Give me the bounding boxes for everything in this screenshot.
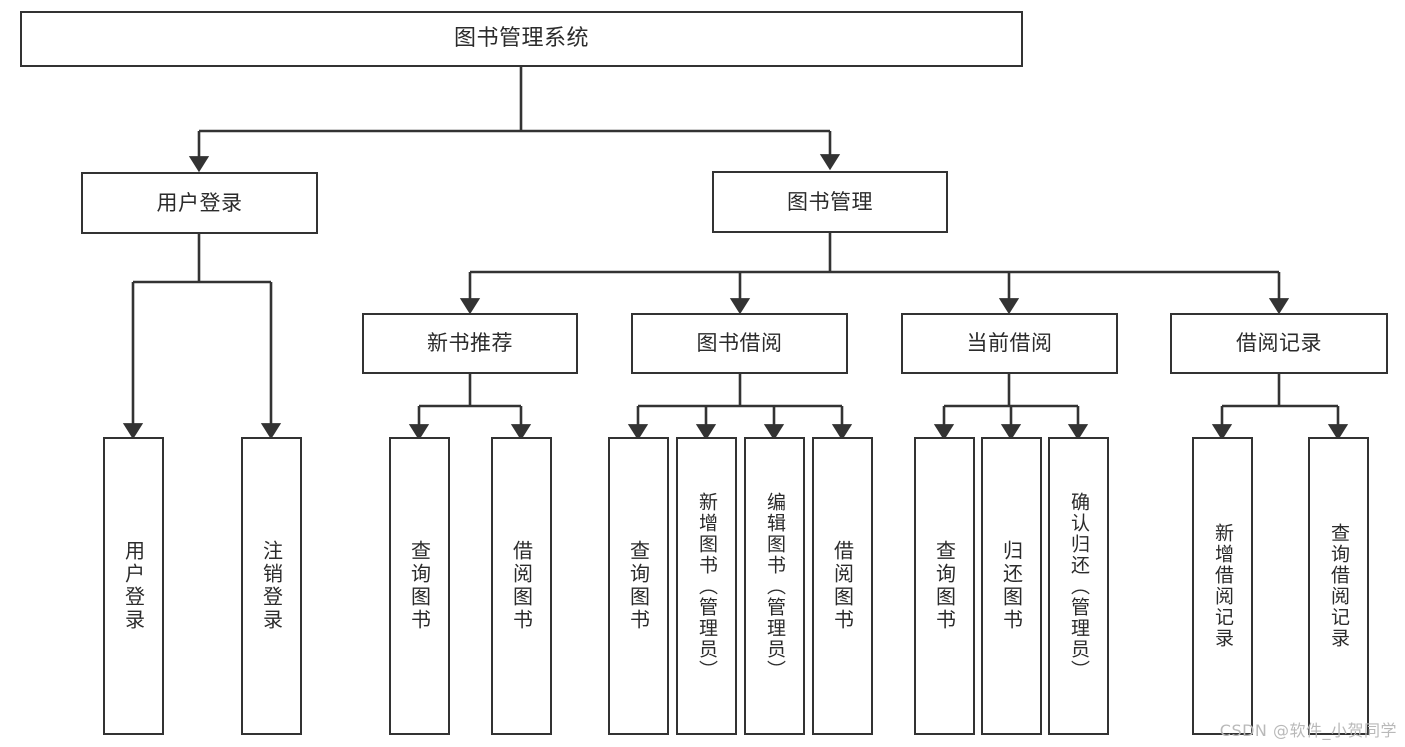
node-book-management-label: 图书管理 bbox=[787, 189, 873, 214]
leaf-borrow-books-new[interactable]: 借阅图书 bbox=[491, 437, 552, 735]
leaf-query-books-borrow[interactable]: 查询图书 bbox=[608, 437, 669, 735]
node-new-book-recommendation[interactable]: 新书推荐 bbox=[362, 313, 578, 374]
node-current-borrowing[interactable]: 当前借阅 bbox=[901, 313, 1118, 374]
leaf-query-books-borrow-label: 查询图书 bbox=[626, 540, 651, 632]
leaf-query-books-current[interactable]: 查询图书 bbox=[914, 437, 975, 735]
leaf-logout[interactable]: 注销登录 bbox=[241, 437, 302, 735]
leaf-confirm-return-admin-label: 确认归还（管理员） bbox=[1068, 491, 1090, 681]
leaf-return-books[interactable]: 归还图书 bbox=[981, 437, 1042, 735]
leaf-add-borrow-record[interactable]: 新增借阅记录 bbox=[1192, 437, 1253, 735]
leaf-borrow-books-new-label: 借阅图书 bbox=[509, 540, 534, 632]
node-book-borrowing[interactable]: 图书借阅 bbox=[631, 313, 848, 374]
leaf-add-book-admin[interactable]: 新增图书（管理员） bbox=[676, 437, 737, 735]
leaf-confirm-return-admin[interactable]: 确认归还（管理员） bbox=[1048, 437, 1109, 735]
leaf-borrow-books-borrow-label: 借阅图书 bbox=[830, 540, 855, 632]
node-borrowing-records-label: 借阅记录 bbox=[1236, 331, 1322, 356]
node-book-borrowing-label: 图书借阅 bbox=[696, 331, 783, 356]
leaf-query-borrow-record[interactable]: 查询借阅记录 bbox=[1308, 437, 1369, 735]
node-root-system-label: 图书管理系统 bbox=[453, 26, 589, 52]
leaf-query-borrow-record-label: 查询借阅记录 bbox=[1328, 523, 1350, 649]
leaf-edit-book-admin[interactable]: 编辑图书（管理员） bbox=[744, 437, 805, 735]
leaf-borrow-books-borrow[interactable]: 借阅图书 bbox=[812, 437, 873, 735]
leaf-user-login-label: 用户登录 bbox=[121, 540, 146, 632]
leaf-user-login[interactable]: 用户登录 bbox=[103, 437, 164, 735]
leaf-query-books-new[interactable]: 查询图书 bbox=[389, 437, 450, 735]
node-borrowing-records[interactable]: 借阅记录 bbox=[1170, 313, 1388, 374]
node-book-management[interactable]: 图书管理 bbox=[712, 171, 948, 233]
leaf-add-borrow-record-label: 新增借阅记录 bbox=[1212, 523, 1234, 649]
node-user-login[interactable]: 用户登录 bbox=[81, 172, 318, 234]
leaf-add-book-admin-label: 新增图书（管理员） bbox=[696, 491, 718, 681]
leaf-query-books-new-label: 查询图书 bbox=[407, 540, 432, 632]
leaf-logout-label: 注销登录 bbox=[259, 540, 284, 632]
node-user-login-label: 用户登录 bbox=[156, 190, 243, 215]
leaf-return-books-label: 归还图书 bbox=[999, 540, 1024, 632]
leaf-query-books-current-label: 查询图书 bbox=[932, 540, 957, 632]
node-current-borrowing-label: 当前借阅 bbox=[966, 331, 1053, 356]
leaf-edit-book-admin-label: 编辑图书（管理员） bbox=[764, 491, 786, 681]
csdn-watermark: CSDN @软件_小贺同学 bbox=[1219, 721, 1397, 740]
node-root-system[interactable]: 图书管理系统 bbox=[20, 11, 1023, 67]
node-new-book-recommendation-label: 新书推荐 bbox=[427, 331, 513, 356]
